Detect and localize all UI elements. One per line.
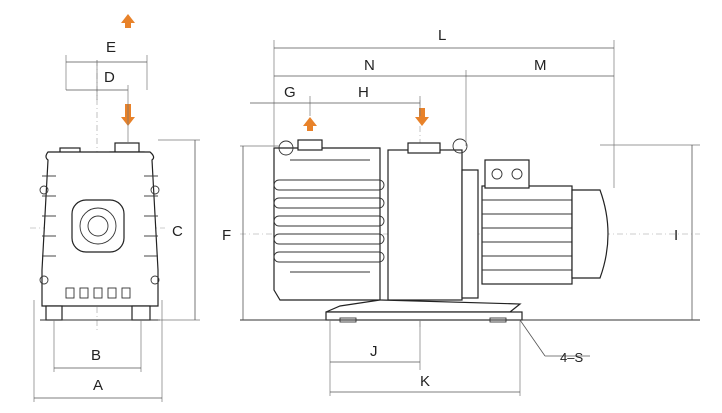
label-s: 4–S (560, 350, 583, 365)
label-m: M (534, 57, 547, 74)
label-c: C (172, 223, 183, 240)
label-i: I (674, 227, 678, 244)
label-b: B (91, 347, 101, 364)
arrow-down-icon (415, 108, 429, 126)
arrow-up-icon (121, 14, 135, 28)
side-view-dimensions (240, 40, 700, 396)
label-k: K (420, 373, 430, 390)
front-view (30, 14, 165, 330)
label-a: A (93, 377, 103, 394)
label-f: F (222, 227, 231, 244)
dimension-labels: E D C B A L N M G H F I J K 4–S (91, 27, 678, 394)
label-e: E (106, 39, 116, 56)
arrow-up-icon (303, 117, 317, 131)
label-h: H (358, 84, 369, 101)
label-g: G (284, 84, 296, 101)
label-j: J (370, 343, 378, 360)
front-view-dimensions (33, 55, 200, 402)
label-l: L (438, 27, 446, 44)
label-n: N (364, 57, 375, 74)
side-view (240, 100, 700, 330)
label-d: D (104, 69, 115, 86)
